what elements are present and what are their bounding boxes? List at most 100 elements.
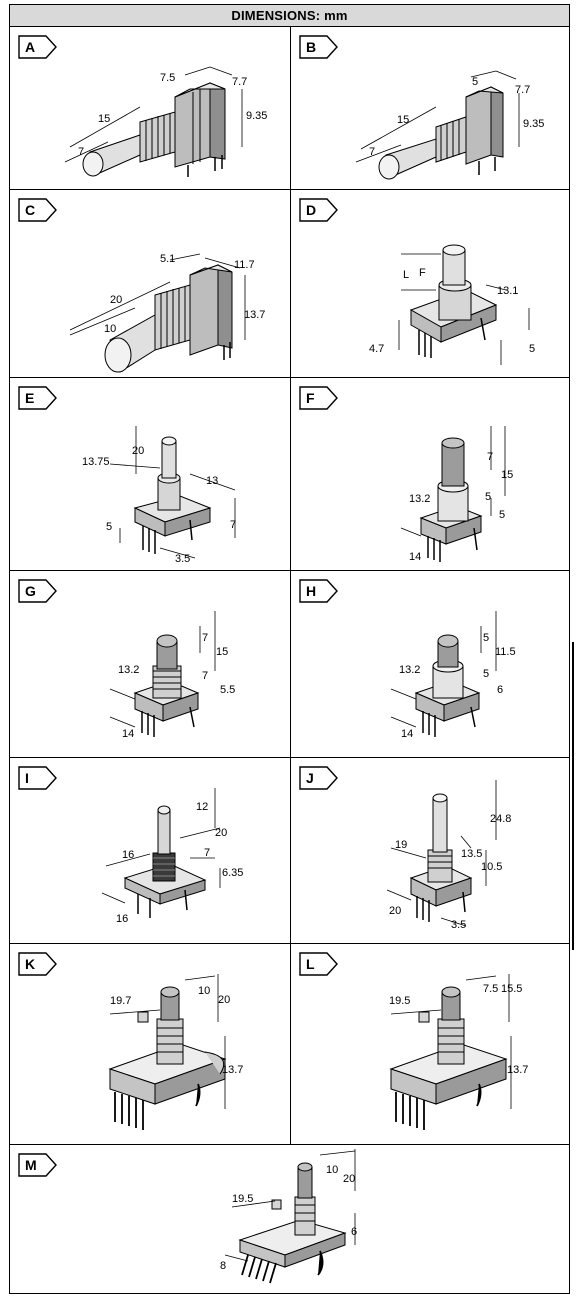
dim-label: 13.1 [497,285,518,297]
dimensions-frame: DIMENSIONS: mm A [9,4,570,1294]
label-tag-F: F [299,386,343,410]
label-tag-M: M [18,1153,62,1177]
dim-label: 16 [122,849,134,861]
cell-G: G 7 15 13.2 7 5.5 14 [10,571,290,757]
part-drawing-A: 7.5 7.7 15 9.35 7 [64,66,267,177]
cell-J: J 24.8 19 13.5 10.5 20 3.5 [291,758,571,943]
dim-label: 19.5 [232,1193,253,1205]
dim-label: L [403,269,409,281]
dim-label: 13.7 [244,309,265,321]
part-drawing-M: 10 20 19.5 6 8 [220,1149,357,1284]
dim-label: 7.5 [160,72,175,84]
dim-label: 6 [351,1226,357,1238]
dim-label: 24.8 [490,813,511,825]
dim-label: 10.5 [481,861,502,873]
part-drawing-B: 5 7.7 15 9.35 7 [355,70,544,180]
dim-label: 5.5 [220,684,235,696]
label-tag-E: E [18,386,62,410]
dimensions-title: DIMENSIONS: mm [10,5,569,27]
dim-label: 20 [110,294,122,306]
dim-label: 19.5 [389,995,410,1007]
grid-divider-row3 [10,570,569,571]
label-tag-A: A [18,35,62,59]
dim-label: 13 [206,475,218,487]
dim-label: 14 [122,728,134,740]
dim-label: 5 [483,632,489,644]
cell-K: K 10 20 19.7 13.7 [10,944,290,1144]
dim-label: 20 [215,827,227,839]
dim-label: 5 [529,343,535,355]
part-drawing-F: 7 15 13.2 5 5 14 [400,426,513,563]
dim-label: 7 [230,519,236,531]
cell-F: F 7 15 13.2 5 5 14 [291,378,571,570]
label-tag-C: C [18,198,62,222]
dim-label: 20 [343,1173,355,1185]
cell-H: H 5 11.5 13.2 5 6 14 [291,571,571,757]
label-tag-B: B [299,35,343,59]
label-tag-G: G [18,579,62,603]
dim-label: 10 [104,323,116,335]
part-drawing-D: L F 13.1 4.7 5 [369,244,535,365]
dim-label: 3.5 [451,919,466,931]
grid-divider-row5 [10,943,569,944]
dim-label: 7 [204,847,210,859]
dim-label: 20 [132,445,144,457]
dim-label: F [419,267,426,279]
part-drawing-C: 5.1 11.7 20 10 13.7 [69,253,265,373]
cell-M: M 10 20 19.5 6 8 [10,1145,571,1295]
dim-label: 7 [202,670,208,682]
dim-label: 15 [98,113,110,125]
dim-label: 7.7 [232,76,247,88]
dim-label: 14 [401,728,413,740]
dim-label: 13.2 [118,664,139,676]
dim-label: 15 [501,469,513,481]
cell-A: A 7.5 7.7 15 9.35 7 [10,27,290,189]
cell-I: I 12 20 16 7 6.35 16 [10,758,290,943]
grid-divider-row6 [10,1144,569,1145]
dim-label: 13.2 [399,664,420,676]
dim-label: 14 [409,551,421,563]
label-tag-K: K [18,952,62,976]
label-tag-I: I [18,766,62,790]
dim-label: 15 [397,114,409,126]
dim-label: 13.7 [222,1064,243,1076]
cell-E: E 20 13.75 13 5 7 3.5 [10,378,290,570]
part-drawing-I: 12 20 16 7 6.35 16 [101,788,243,925]
dim-label: 13.75 [82,456,110,468]
part-drawing-J: 24.8 19 13.5 10.5 20 3.5 [386,780,511,931]
dim-label: 19.7 [110,995,131,1007]
dim-label: 7 [369,146,375,158]
grid-divider-row1 [10,189,569,190]
dim-label: 19 [395,839,407,851]
grid-divider-vertical [290,27,291,1144]
dim-label: 12 [196,801,208,813]
dim-label: 8 [220,1260,226,1272]
dim-label: 16 [116,913,128,925]
dim-label: 7.7 [515,84,530,96]
part-drawing-E: 20 13.75 13 5 7 3.5 [82,426,236,565]
dim-label: 11.5 [495,646,516,658]
dim-label: 5 [485,491,491,503]
dim-label: 7.5 [483,983,498,995]
dim-label: 7 [78,146,84,158]
dim-label: 20 [389,905,401,917]
dim-label: 5 [483,668,489,680]
dim-label: 5 [106,521,112,533]
part-drawing-G: 7 15 13.2 7 5.5 14 [109,611,235,740]
dim-label: 15.5 [501,983,522,995]
dim-label: 13.7 [507,1064,528,1076]
part-drawing-H: 5 11.5 13.2 5 6 14 [390,611,516,740]
label-tag-L: L [299,952,343,976]
dim-label: 6.35 [222,867,243,879]
dim-label: 9.35 [246,110,267,122]
dim-label: 3.5 [175,553,190,565]
dim-label: 5.1 [160,253,175,265]
dim-label: 10 [326,1164,338,1176]
dim-label: 10 [198,985,210,997]
cell-B: B 5 7.7 15 9.35 7 [291,27,571,189]
dim-label: 5 [499,509,505,521]
dim-label: 7 [487,451,493,463]
dim-label: 11.7 [234,259,255,271]
label-tag-H: H [299,579,343,603]
label-tag-D: D [299,198,343,222]
